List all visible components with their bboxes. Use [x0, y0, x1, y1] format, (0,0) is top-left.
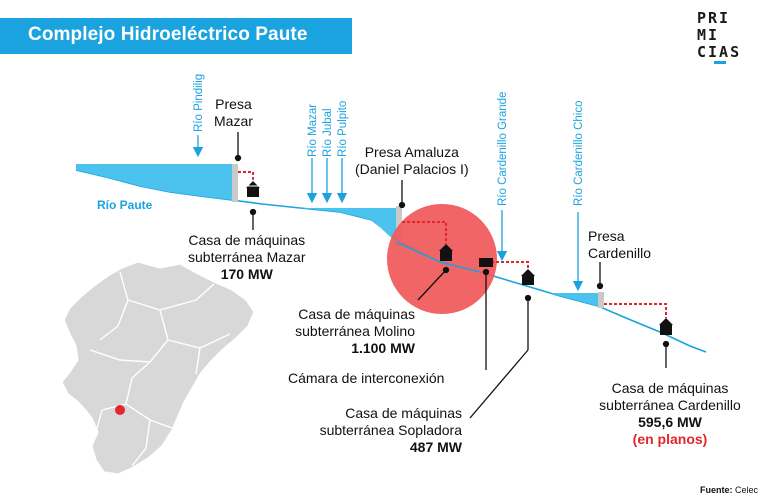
reservoir-amaluza [300, 208, 396, 242]
dam-cardenillo [598, 292, 604, 308]
page-title: Complejo Hidroeléctrico Paute [28, 24, 308, 45]
dam-mazar [232, 164, 238, 202]
ecuador-map [61, 261, 255, 475]
logo-line-2: MI [697, 26, 720, 44]
interconnection-chamber-icon [479, 258, 493, 267]
presa-amaluza-label: Presa Amaluza (Daniel Palacios I) [355, 144, 469, 177]
label-rio-paute: Río Paute [97, 198, 153, 212]
house-sopladora-icon [521, 269, 535, 285]
label-rio-jubal: Río Jubal [322, 108, 334, 157]
casa-mazar-label: Casa de máquinas subterránea Mazar 170 M… [188, 232, 306, 282]
logo-line-3: CIAS [697, 43, 742, 61]
powerhouses [245, 179, 673, 335]
house-cardenillo-icon [659, 318, 673, 335]
camara-interconexion-label: Cámara de interconexión [288, 370, 445, 386]
source-credit: Fuente: Celec [700, 485, 759, 495]
penstocks [238, 171, 667, 318]
casa-sopladora-label: Casa de máquinas subterránea Sopladora 4… [319, 405, 462, 455]
title-bar [0, 18, 352, 54]
reservoir-cardenillo [550, 293, 598, 306]
label-rio-cardenillo-grande: Río Cardenillo Grande [497, 92, 509, 206]
presa-mazar-label: Presa Mazar [214, 96, 253, 129]
primicias-logo: PRI MI CIAS [697, 10, 747, 61]
casa-cardenillo-label: Casa de máquinas subterránea Cardenillo … [599, 380, 741, 447]
house-mazar-icon [245, 179, 261, 197]
label-rio-pulpito: Río Pulpito [337, 101, 349, 157]
house-molino-icon [439, 244, 453, 261]
label-rio-cardenillo-chico: Río Cardenillo Chico [573, 101, 585, 206]
logo-line-1: PRI [697, 9, 731, 27]
reservoir-mazar [76, 164, 232, 200]
paute-location-marker [115, 405, 125, 415]
tributary-arrows [192, 135, 584, 292]
leader-lines [234, 132, 670, 419]
logo-underline [714, 61, 726, 64]
presa-cardenillo-label: Presa Cardenillo [588, 228, 652, 261]
label-rio-mazar: Río Mazar [307, 104, 319, 157]
casa-molino-label: Casa de máquinas subterránea Molino 1.10… [295, 306, 415, 356]
label-rio-pindilig: Río Pindilig [193, 74, 205, 132]
